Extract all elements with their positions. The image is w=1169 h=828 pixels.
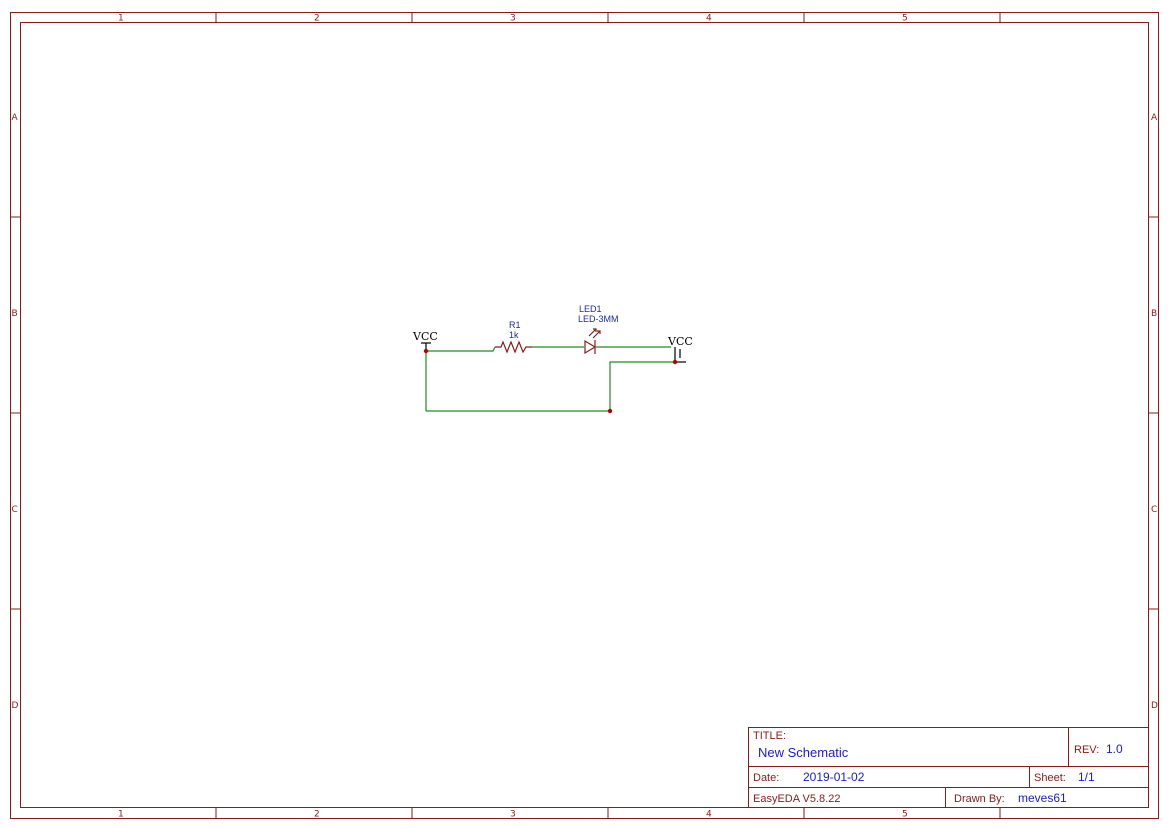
column-label-bottom-4: 4 — [706, 810, 712, 820]
drawn-by-value[interactable]: meves61 — [1018, 791, 1067, 805]
wires — [425, 346, 675, 412]
column-label-top-4: 4 — [706, 14, 712, 24]
led-arrow-1 — [588, 328, 597, 337]
column-label-bottom-1: 1 — [118, 810, 124, 820]
junction-vcc-right — [672, 359, 678, 365]
led-led1[interactable]: LED1 LED-3MM — [578, 304, 619, 355]
row-label-right-c: C — [1151, 505, 1157, 515]
sheet-value[interactable]: 1/1 — [1078, 770, 1095, 784]
resistor-designator: R1 — [509, 320, 521, 330]
rev-label: REV: — [1074, 744, 1099, 756]
column-label-top-3: 3 — [510, 14, 516, 24]
column-dividers-bottom — [215, 808, 1001, 818]
title-block: TITLE: New Schematic REV: 1.0 Date: 2019… — [748, 727, 1149, 808]
row-label-right-d: D — [1151, 701, 1158, 711]
vcc-label-left: VCC — [412, 330, 438, 343]
inner-frame — [20, 22, 1149, 808]
row-dividers — [10, 216, 1159, 610]
led-value: LED-3MM — [578, 314, 619, 324]
row-label-left-c: C — [12, 505, 18, 515]
vcc-label-right: VCC — [667, 335, 693, 348]
resistor-r1[interactable]: R1 1k — [495, 320, 532, 354]
wire-vcc-to-r1[interactable] — [426, 346, 496, 352]
row-label-right-b: B — [1151, 309, 1157, 319]
led-designator: LED1 — [579, 304, 602, 314]
row-label-right-a: A — [1151, 113, 1158, 123]
resistor-zigzag — [495, 340, 532, 354]
title-value[interactable]: New Schematic — [758, 745, 849, 760]
column-label-top-5: 5 — [902, 14, 908, 24]
column-label-bottom-5: 5 — [902, 810, 908, 820]
date-value[interactable]: 2019-01-02 — [803, 770, 865, 784]
row-label-left-d: D — [12, 701, 19, 711]
row-label-left-b: B — [12, 309, 18, 319]
column-label-bottom-2: 2 — [314, 810, 320, 820]
junction-vcc-left — [423, 348, 429, 354]
resistor-value: 1k — [509, 330, 519, 340]
led-arrow-2 — [592, 330, 601, 339]
software-version: EasyEDA V5.8.22 — [753, 793, 840, 805]
outer-frame — [10, 12, 1159, 819]
led-triangle — [584, 339, 597, 355]
drawn-by-label: Drawn By: — [954, 793, 1005, 805]
rev-value[interactable]: 1.0 — [1106, 742, 1123, 756]
column-label-top-1: 1 — [118, 14, 124, 24]
junction-bottom — [607, 408, 613, 414]
vcc-power-right[interactable]: VCC — [667, 335, 693, 363]
column-dividers-top — [215, 12, 1001, 22]
vcc-power-left[interactable]: VCC — [412, 330, 438, 351]
wire-return-up[interactable] — [609, 361, 675, 411]
row-label-left-a: A — [12, 113, 19, 123]
title-label: TITLE: — [753, 730, 786, 742]
sheet-label: Sheet: — [1034, 772, 1066, 784]
column-label-top-2: 2 — [314, 14, 320, 24]
date-label: Date: — [753, 772, 779, 784]
column-label-bottom-3: 3 — [510, 810, 516, 820]
